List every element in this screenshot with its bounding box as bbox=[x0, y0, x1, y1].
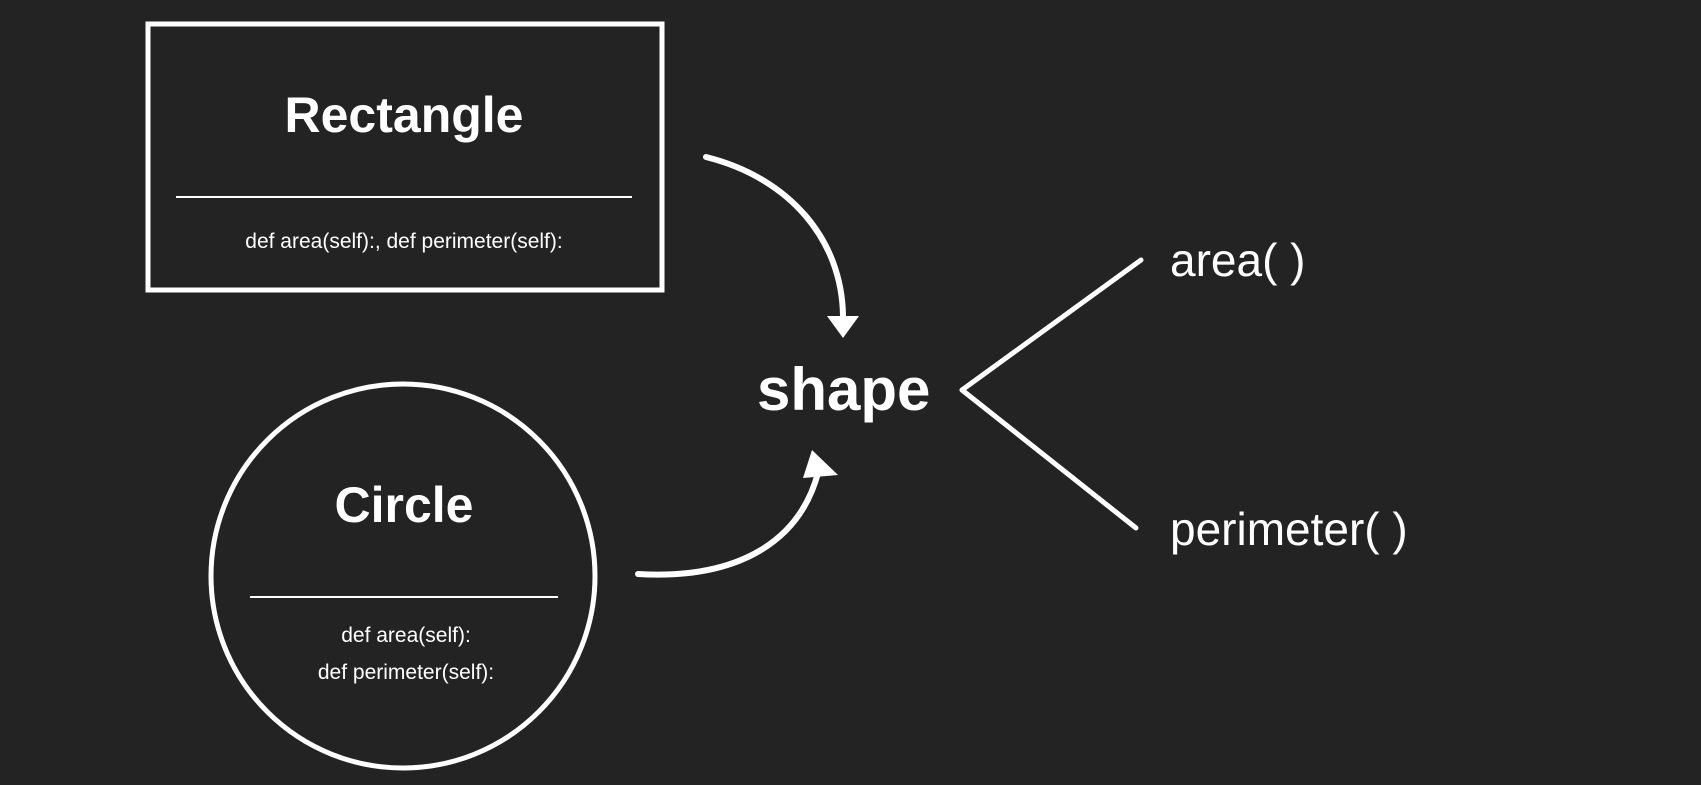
circle-method-area: def area(self): bbox=[341, 624, 471, 647]
shape-label: shape bbox=[757, 356, 931, 423]
rectangle-arrow-head bbox=[827, 316, 859, 338]
circle-method-perimeter: def perimeter(self): bbox=[317, 661, 495, 684]
circle-title: Circle bbox=[334, 477, 474, 533]
circle-arrow-head bbox=[803, 450, 838, 478]
rectangle-to-shape-arrow bbox=[703, 154, 846, 319]
shape-to-area-line bbox=[959, 257, 1144, 393]
circle-to-shape-arrow bbox=[635, 470, 821, 578]
circle-outline bbox=[208, 381, 598, 771]
rectangle-methods: def area(self):, def perimeter(self): bbox=[245, 230, 563, 253]
perimeter-method-label: perimeter( ) bbox=[1170, 503, 1408, 555]
rectangle-title: Rectangle bbox=[284, 87, 524, 143]
shape-to-perimeter-line bbox=[959, 387, 1139, 531]
rectangle-box bbox=[145, 21, 665, 293]
area-method-label: area( ) bbox=[1170, 234, 1306, 286]
